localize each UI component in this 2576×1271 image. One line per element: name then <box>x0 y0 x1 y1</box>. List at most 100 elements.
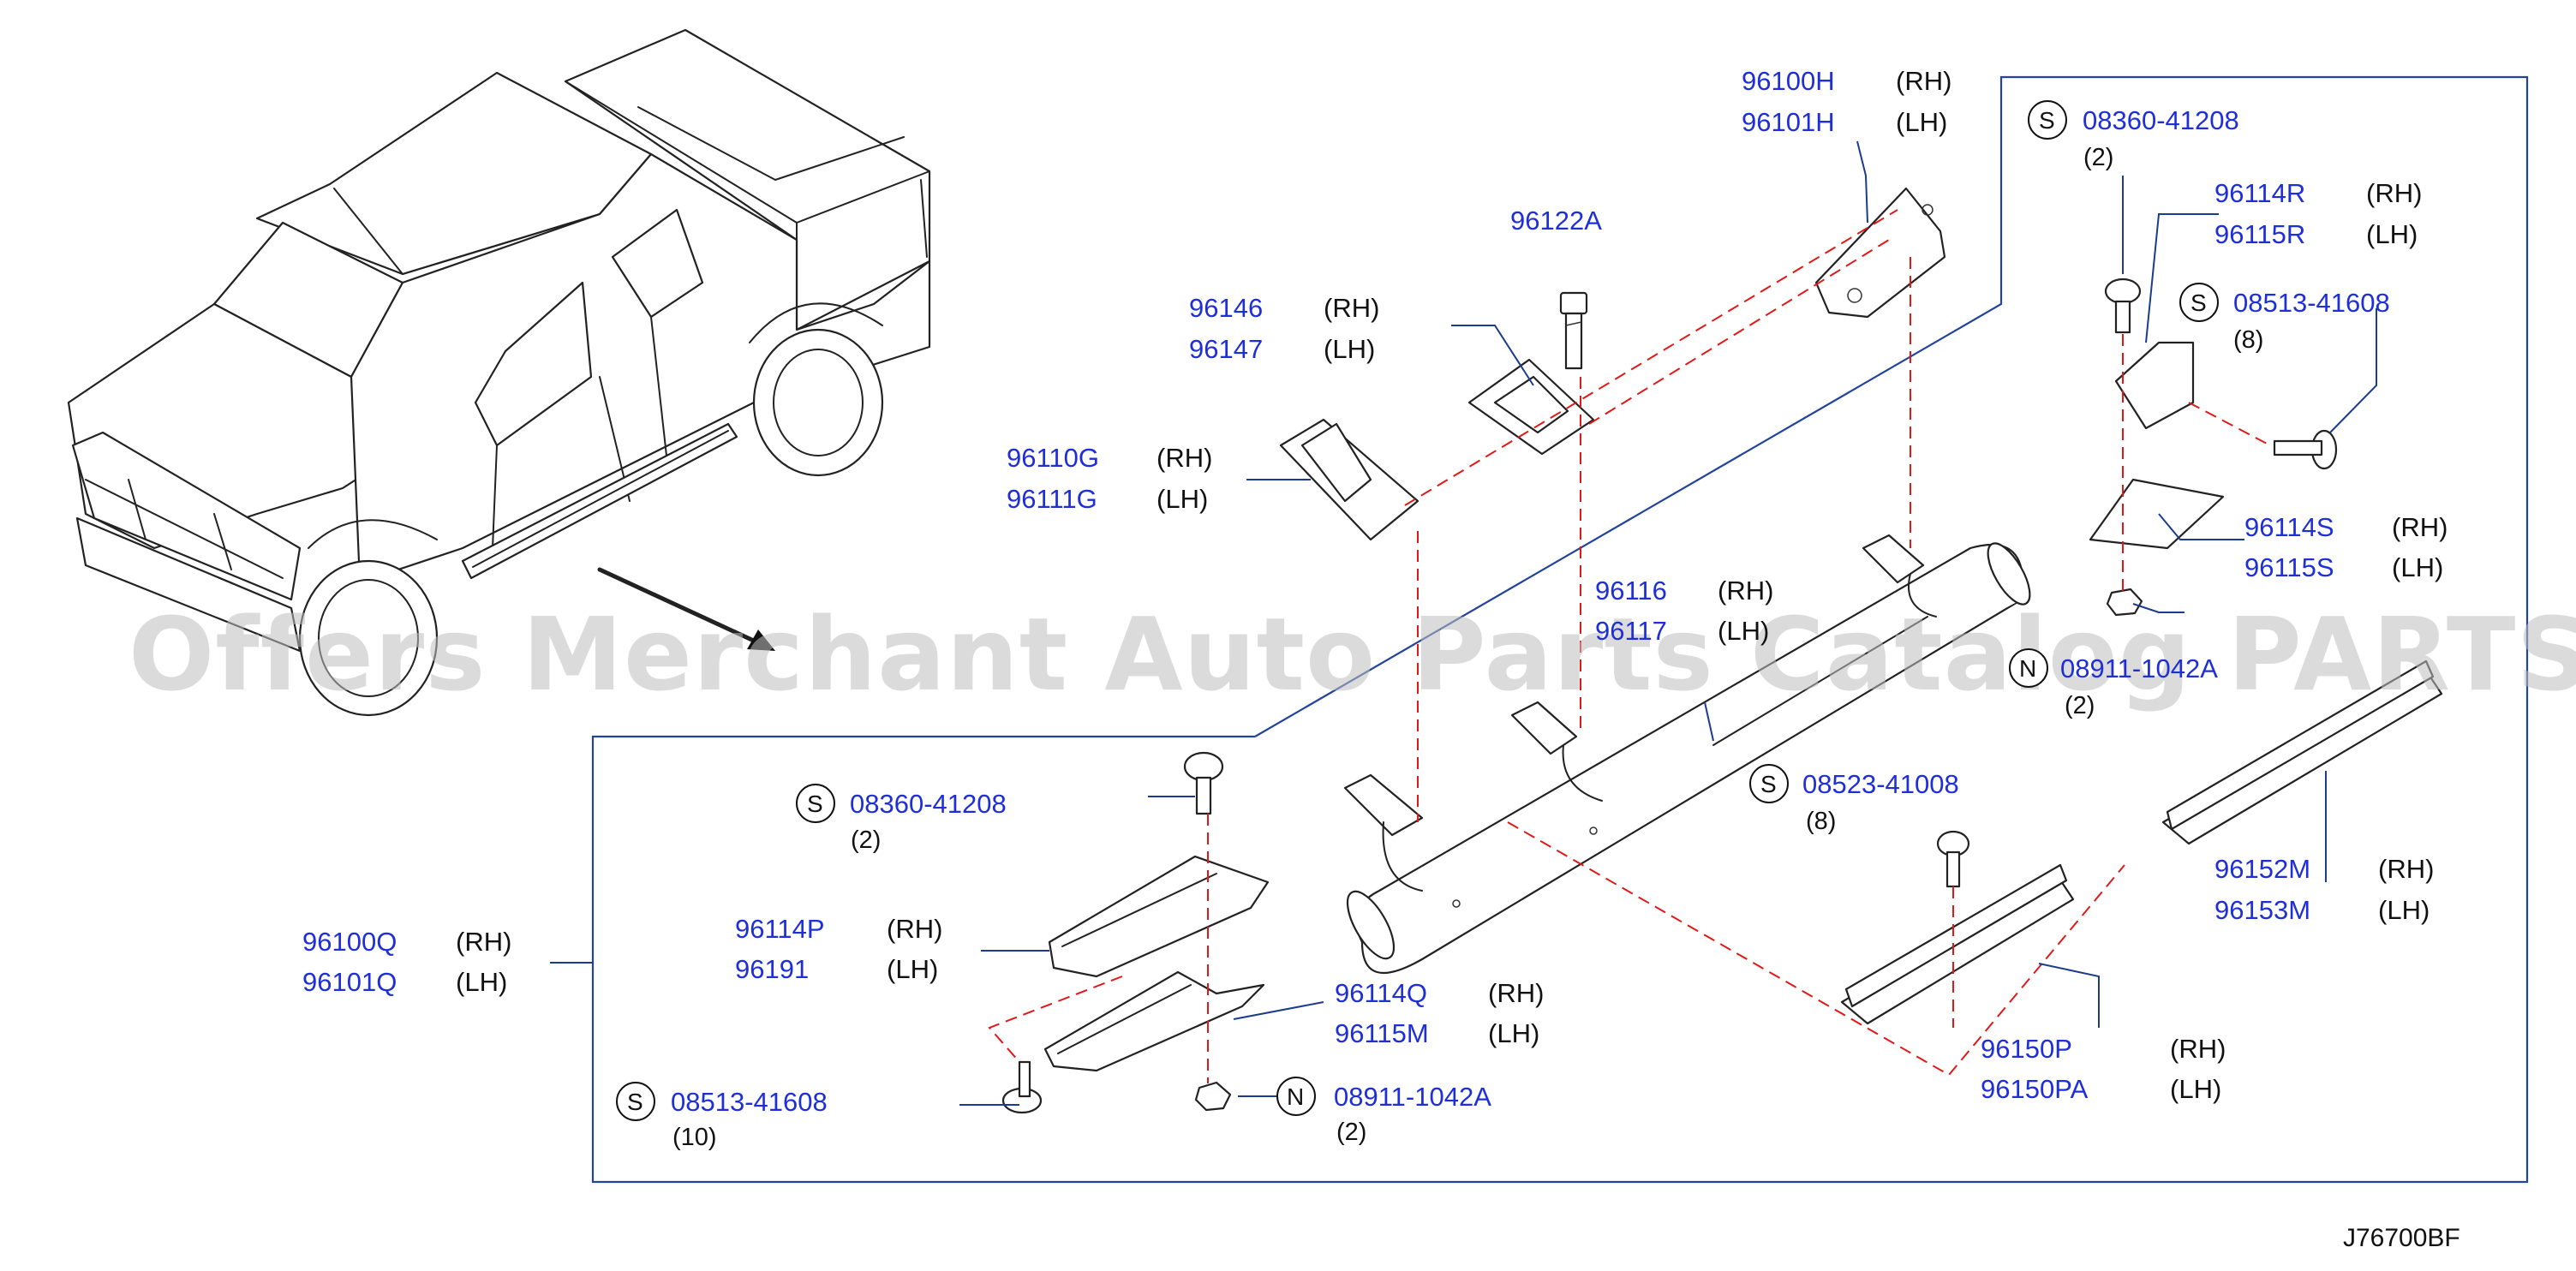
callout-96100H: 96100H (RH) 96101H (LH) <box>1742 66 1951 137</box>
side-label: (RH) <box>2378 854 2434 884</box>
part-number[interactable]: 96115R <box>2214 219 2305 249</box>
alignment-lines <box>988 209 2271 1083</box>
part-number[interactable]: 96191 <box>735 954 809 984</box>
part-number[interactable]: 96114P <box>735 914 825 944</box>
part-number[interactable]: 96111G <box>1007 484 1097 514</box>
part-number[interactable]: 08513-41608 <box>671 1087 828 1117</box>
part-number[interactable]: 96100Q <box>302 927 397 957</box>
callout-08513-top: S 08513-41608 (8) <box>2179 283 2390 354</box>
cover-96114Q-part <box>1043 970 1265 1072</box>
step-board-96150P-part <box>1840 863 2075 1025</box>
side-label: (RH) <box>2392 512 2447 542</box>
quantity: (8) <box>1806 808 1836 835</box>
quantity: (8) <box>2233 326 2263 354</box>
cover-96114P-part <box>1048 855 1270 978</box>
part-number[interactable]: 96150P <box>1981 1034 2072 1064</box>
standard-part-symbol: N <box>2019 655 2036 682</box>
standard-part-symbol: N <box>1287 1083 1304 1110</box>
side-label: (RH) <box>1896 66 1951 96</box>
screw-08360-top <box>2104 277 2142 334</box>
callout-08911-top: N 08911-1042A (2) <box>2009 648 2218 719</box>
side-label: (LH) <box>887 954 938 984</box>
part-number[interactable]: 08911-1042A <box>1334 1082 1491 1112</box>
part-number[interactable]: 96150PA <box>1981 1074 2089 1104</box>
standard-part-symbol: S <box>627 1089 643 1115</box>
nut-08911-top <box>2106 588 2143 617</box>
side-label: (LH) <box>2366 219 2418 249</box>
part-number[interactable]: 96152M <box>2214 854 2310 884</box>
part-number[interactable]: 08523-41008 <box>1802 769 1959 799</box>
nut-08911-bottom <box>1194 1081 1232 1112</box>
step-tube-assembly <box>1343 534 2031 974</box>
part-number[interactable]: 96147 <box>1189 334 1263 364</box>
part-number[interactable]: 96146 <box>1189 293 1263 323</box>
side-label: (LH) <box>2170 1074 2221 1104</box>
cover-96114S-part <box>2089 478 2225 550</box>
callout-96116: 96116 (RH) 96117 (LH) <box>1595 576 1773 646</box>
part-number[interactable]: 96116 <box>1595 576 1667 606</box>
callout-96114R: 96114R (RH) 96115R (LH) <box>2214 178 2422 249</box>
quantity: (2) <box>851 826 881 854</box>
watermark-text: Offers Merchant Auto Parts Catalog PARTS… <box>129 595 2576 713</box>
standard-part-symbol: S <box>2190 289 2207 316</box>
side-label: (LH) <box>1896 107 1947 137</box>
side-label: (LH) <box>1157 484 1208 514</box>
part-number[interactable]: 96114S <box>2244 512 2334 542</box>
side-label: (RH) <box>2366 178 2422 208</box>
side-label: (LH) <box>456 967 507 997</box>
cover-96114R-part <box>2114 341 2195 430</box>
quantity: (2) <box>2065 692 2095 719</box>
part-number[interactable]: 08911-1042A <box>2060 653 2218 683</box>
callout-08523: S 08523-41008 (8) <box>1749 764 1959 835</box>
side-label: (RH) <box>1157 443 1212 473</box>
callout-96150P: 96150P (RH) 96150PA (LH) <box>1981 1034 2226 1104</box>
side-label: (RH) <box>1324 293 1379 323</box>
screw-08523 <box>1936 830 1970 888</box>
side-label: (RH) <box>456 927 511 957</box>
callout-96114P: 96114P (RH) 96191 (LH) <box>735 914 942 984</box>
callout-96122A: 96122A <box>1510 206 1602 236</box>
standard-part-symbol: S <box>807 791 823 817</box>
part-number[interactable]: 08513-41608 <box>2233 288 2390 318</box>
part-number[interactable]: 96101H <box>1742 107 1835 137</box>
bolt-96122A <box>1559 291 1588 370</box>
callout-08911-bottom: N 08911-1042A (2) <box>1276 1077 1491 1146</box>
callout-96114S: 96114S (RH) 96115S (LH) <box>2244 512 2447 582</box>
part-number[interactable]: 96117 <box>1595 616 1667 646</box>
screw-08360-bottom <box>1183 751 1224 815</box>
standard-part-symbol: S <box>2039 107 2055 134</box>
part-number[interactable]: 96100H <box>1742 66 1835 96</box>
bracket-96100H-part <box>1814 187 1946 319</box>
part-number[interactable]: 96101Q <box>302 967 397 997</box>
quantity: (2) <box>1336 1119 1366 1146</box>
part-number[interactable]: 96110G <box>1007 443 1099 473</box>
screw-08513-bottom <box>1001 1060 1043 1114</box>
screw-08513-top <box>2273 429 2338 470</box>
callout-96114Q: 96114Q (RH) 96115M (LH) <box>1335 978 1544 1048</box>
callout-96152M: 96152M (RH) 96153M (LH) <box>2214 854 2434 925</box>
callout-08360-top: S 08360-41208 (2) <box>2028 100 2239 171</box>
part-number[interactable]: 96122A <box>1510 206 1602 236</box>
side-label: (LH) <box>2392 552 2443 582</box>
part-number[interactable]: 08360-41208 <box>850 789 1007 819</box>
side-label: (LH) <box>1718 616 1769 646</box>
part-number[interactable]: 96114Q <box>1335 978 1427 1008</box>
callout-96146: 96146 (RH) 96147 (LH) <box>1189 293 1379 364</box>
step-board-96152M-part <box>2161 659 2443 845</box>
part-number[interactable]: 96115S <box>2244 552 2334 582</box>
part-number[interactable]: 96115M <box>1335 1018 1429 1048</box>
upper-assembly-frame <box>591 75 2529 1184</box>
part-number[interactable]: 96114R <box>2214 178 2305 208</box>
callout-96100Q: 96100Q (RH) 96101Q (LH) <box>302 927 511 997</box>
callout-08513-bottom: S 08513-41608 (10) <box>616 1082 828 1151</box>
side-label: (RH) <box>887 914 942 944</box>
side-label: (LH) <box>1324 334 1375 364</box>
quantity: (2) <box>2083 144 2113 171</box>
part-number[interactable]: 08360-41208 <box>2083 105 2239 135</box>
part-number[interactable]: 96153M <box>2214 895 2310 925</box>
leader-lines <box>550 140 2377 1106</box>
side-label: (RH) <box>1718 576 1773 606</box>
side-label: (LH) <box>2378 895 2430 925</box>
callout-96110G: 96110G (RH) 96111G (LH) <box>1007 443 1212 514</box>
